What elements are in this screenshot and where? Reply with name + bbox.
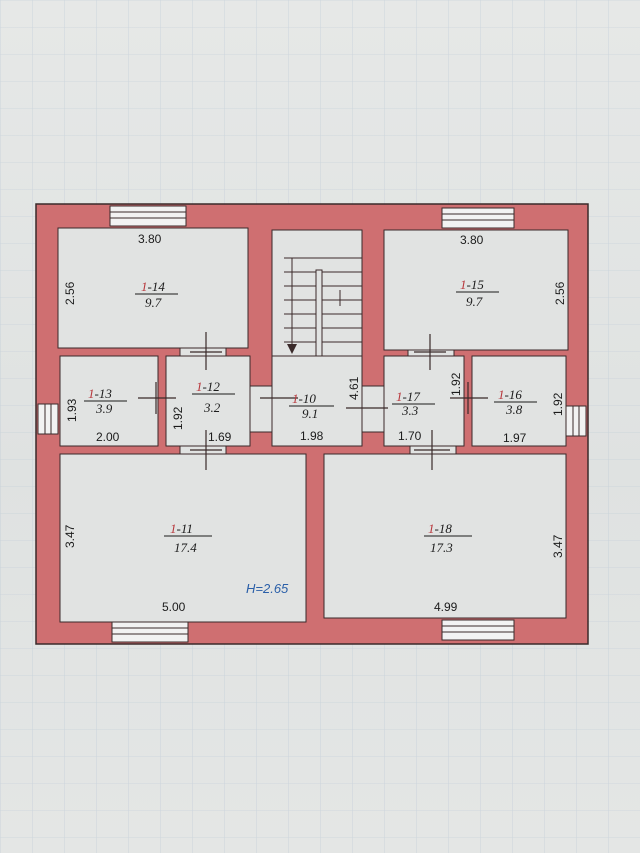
- ceiling-height-label: H=2.65: [246, 581, 289, 596]
- room-1-16-floor: [471, 355, 567, 447]
- room-1-15-width: 3.80: [460, 233, 484, 247]
- room-1-11-label: 1-11: [170, 521, 193, 536]
- window: [441, 619, 515, 641]
- room-1-10-label: 1-10: [292, 391, 316, 406]
- room-1-13-width: 2.00: [96, 430, 120, 444]
- room-1-18-height: 3.47: [551, 534, 565, 558]
- room-1-16-area: 3.8: [505, 402, 523, 417]
- room-1-13-label: 1-13: [88, 386, 112, 401]
- door-marker: [414, 430, 450, 470]
- window: [565, 405, 587, 437]
- room-1-11-floor: [59, 453, 307, 623]
- door-marker: [414, 334, 446, 370]
- room-1-17-height: 1.92: [449, 372, 463, 396]
- room-1-12-width: 1.69: [208, 430, 232, 444]
- room-1-15-floor: [383, 229, 569, 351]
- room-1-17-label: 1-17: [396, 389, 420, 404]
- door-marker: [450, 382, 488, 414]
- door-marker: [138, 382, 176, 414]
- room-1-16-width: 1.97: [503, 431, 527, 445]
- room-1-17-floor: [383, 355, 465, 447]
- room-1-10-height: 4.61: [347, 376, 361, 400]
- room-1-11-width: 5.00: [162, 600, 186, 614]
- door-marker: [190, 430, 222, 470]
- window: [37, 403, 59, 435]
- room-1-10-area: 9.1: [302, 406, 318, 421]
- room-1-12-height: 1.92: [171, 406, 185, 430]
- door-opening: [361, 385, 385, 433]
- room-1-11-area: 17.4: [174, 540, 197, 555]
- room-1-11-height: 3.47: [63, 524, 77, 548]
- room-1-14-height: 2.56: [63, 281, 77, 305]
- room-1-13-area: 3.9: [95, 401, 113, 416]
- room-1-15-label: 1-15: [460, 277, 484, 292]
- door-opening: [407, 349, 455, 357]
- room-1-18-width: 4.99: [434, 600, 458, 614]
- room-1-10-width: 1.98: [300, 429, 324, 443]
- room-1-17-width: 1.70: [398, 429, 422, 443]
- room-1-16-height: 1.92: [551, 392, 565, 416]
- room-1-12-area: 3.2: [203, 400, 221, 415]
- room-1-15-area: 9.7: [466, 294, 483, 309]
- window: [109, 205, 187, 227]
- stair-arrow-icon: [287, 344, 297, 354]
- window: [441, 207, 515, 229]
- room-1-14-area: 9.7: [145, 295, 162, 310]
- room-1-14-width: 3.80: [138, 232, 162, 246]
- window: [111, 621, 189, 643]
- room-1-15-height: 2.56: [553, 281, 567, 305]
- door-opening: [249, 385, 273, 433]
- room-1-18-label: 1-18: [428, 521, 452, 536]
- room-1-12-label: 1-12: [196, 379, 220, 394]
- room-1-14-label: 1-14: [141, 279, 165, 294]
- room-1-16-label: 1-16: [498, 387, 522, 402]
- staircase: [272, 257, 362, 357]
- door-marker: [190, 332, 222, 370]
- room-1-13-height: 1.93: [65, 398, 79, 422]
- room-1-17-area: 3.3: [401, 403, 419, 418]
- room-1-18-area: 17.3: [430, 540, 453, 555]
- room-1-14-floor: [57, 227, 249, 349]
